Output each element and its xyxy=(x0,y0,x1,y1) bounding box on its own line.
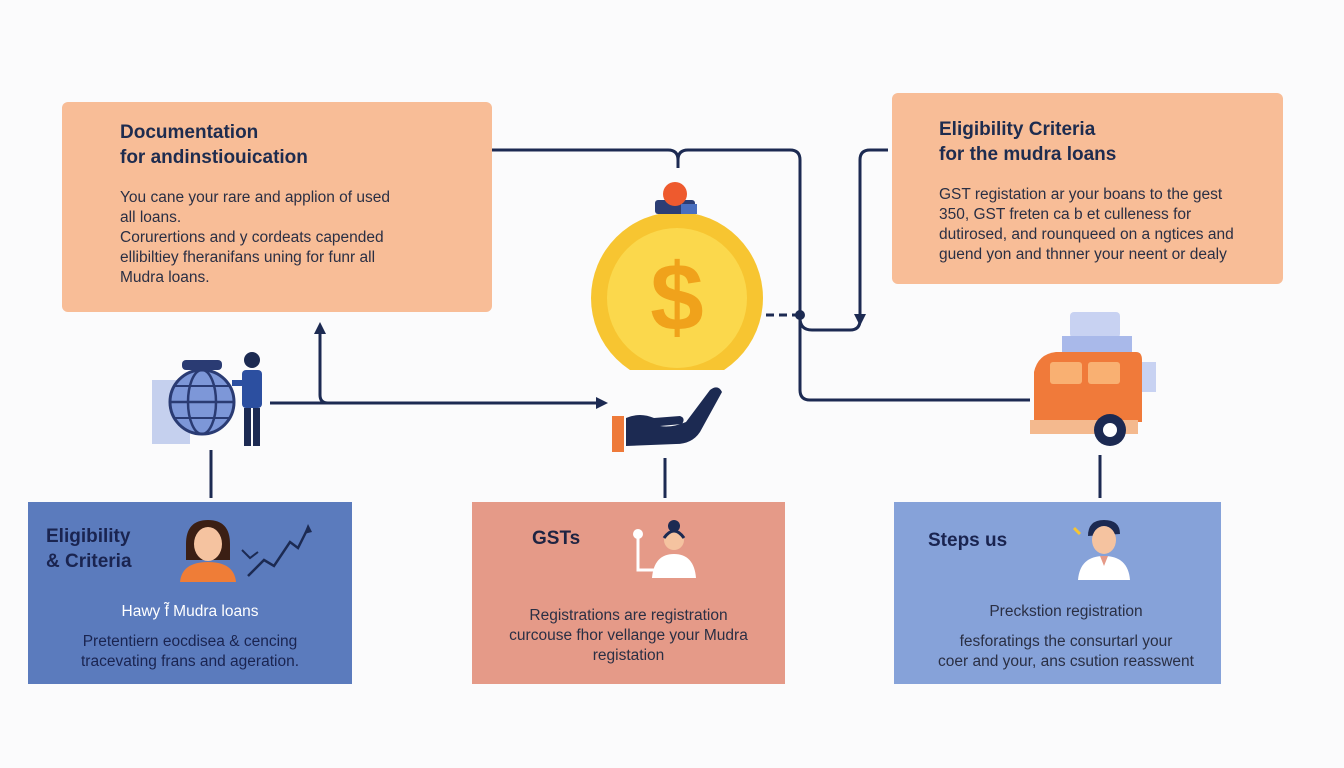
eligibility-title: Eligibility Criteria for the mudra loans xyxy=(939,117,1116,167)
panel-body: Pretentiern eocdisea & cencing tracevati… xyxy=(28,632,352,672)
body-line: GST registation ar your boans to the ges… xyxy=(939,186,1223,203)
body-line: fesforatings the consurtarl your xyxy=(959,633,1173,650)
coin-dollar-icon xyxy=(591,182,763,370)
body-line: all loans. xyxy=(120,209,182,226)
title-line: Eligibility xyxy=(46,526,131,547)
title-line: for andinstiouication xyxy=(120,147,308,168)
documentation-body: You cane your rare and applion of used a… xyxy=(120,188,390,288)
eligibility-criteria-card: Eligibility Criteria for the mudra loans… xyxy=(892,93,1283,284)
hand-icon xyxy=(612,387,722,452)
woman-avatar-icon xyxy=(180,520,236,582)
body-line: tracevating frans and ageration. xyxy=(81,653,299,670)
body-line: ellibiltiey fheranifans uning for funr a… xyxy=(120,249,376,266)
man-avatar-icon xyxy=(1072,520,1130,580)
body-line: coer and your, ans csution reasswent xyxy=(938,653,1194,670)
gst-title: GSTs xyxy=(532,528,581,549)
body-line: Registrations are registration xyxy=(529,607,728,624)
body-line: You cane your rare and applion of used xyxy=(120,189,391,206)
body-line: 350, GST freten ca b et culleness for xyxy=(939,206,1192,223)
title-line: & Criteria xyxy=(46,551,132,572)
gst-panel: GSTs Registrations are registration curc… xyxy=(472,502,785,684)
steps-body: fesforatings the consurtarl your coer an… xyxy=(894,632,1238,672)
eligibility-body: GST registation ar your boans to the ges… xyxy=(939,185,1234,265)
steps-subtitle: Preckstion registration xyxy=(989,603,1143,620)
body-line: Pretentiern eocdisea & cencing xyxy=(82,633,298,650)
gst-body: Registrations are registration curcouse … xyxy=(472,606,785,666)
steps-panel: Steps us Preckstion registration fesfora… xyxy=(894,502,1221,684)
title-line: Documentation xyxy=(120,122,259,143)
headset-agent-icon xyxy=(633,520,696,578)
body-line: Mudra loans. xyxy=(120,269,210,286)
documentation-card: Documentation for andinstiouication You … xyxy=(62,102,492,312)
documentation-title: Documentation for andinstiouication xyxy=(120,120,308,170)
eligibility-criteria-panel: Eligibility & Criteria Hawy f̃ Mudra loa… xyxy=(28,502,352,684)
title-line: Eligibility Criteria xyxy=(939,119,1096,140)
title-line: for the mudra loans xyxy=(939,144,1117,165)
steps-title: Steps us xyxy=(928,530,1008,551)
globe-icon xyxy=(152,360,236,444)
businessman-icon xyxy=(232,352,262,446)
body-line: curcouse fhor vellange your Mudra xyxy=(509,627,748,644)
panel-title: Eligibility & Criteria xyxy=(46,524,132,574)
delivery-truck-icon xyxy=(1030,312,1156,446)
panel-subtitle: Hawy f̃ Mudra loans xyxy=(121,603,259,620)
dollar-symbol: $ xyxy=(650,244,704,351)
trend-chart-icon xyxy=(241,524,312,577)
body-line: dutirosed, and rounqueed on a ngtices an… xyxy=(939,226,1234,243)
body-line: Corurertions and y cordeats capended xyxy=(120,229,384,246)
body-line: registation xyxy=(592,647,665,664)
body-line: guend yon and thnner your neent or dealy xyxy=(939,246,1227,263)
